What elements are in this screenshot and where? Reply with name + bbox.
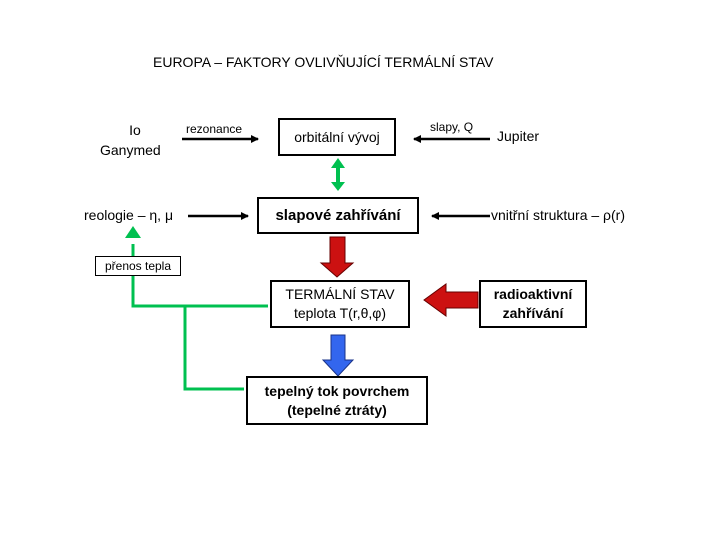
node-reologie: reologie – η, μ bbox=[84, 207, 174, 223]
box-prenos-tepla-label: přenos tepla bbox=[104, 259, 172, 273]
box-termalni-stav: TERMÁLNÍ STAV teplota T(r,θ,φ) bbox=[270, 280, 410, 328]
arrow-orbital-slapove-coupling bbox=[331, 158, 345, 191]
box-termalni-stav-line1: TERMÁLNÍ STAV bbox=[285, 286, 395, 302]
box-tepelny-tok-line2: (tepelné ztráty) bbox=[287, 401, 387, 418]
box-slapove-zahrivani-label: slapové zahřívání bbox=[275, 207, 401, 224]
label-slapy-q: slapy, Q bbox=[430, 120, 474, 134]
arrow-radio-to-termalni bbox=[423, 283, 479, 317]
box-termalni-stav-line2: teplota T(r,θ,φ) bbox=[293, 305, 387, 321]
arrow-slapove-to-termalni bbox=[319, 236, 355, 278]
node-ganymed: Ganymed bbox=[100, 142, 161, 158]
box-radioaktivni-line2: zahřívání bbox=[502, 305, 564, 321]
box-prenos-tepla: přenos tepla bbox=[95, 256, 181, 276]
box-slapove-zahrivani: slapové zahřívání bbox=[257, 197, 419, 234]
diagram-title: EUROPA – FAKTORY OVLIVŇUJÍCÍ TERMÁLNÍ ST… bbox=[153, 54, 494, 70]
arrow-prenos-tepla-head bbox=[125, 226, 141, 238]
node-vnitrni-struktura: vnitřní struktura – ρ(r) bbox=[491, 207, 625, 223]
node-io: Io bbox=[129, 122, 141, 138]
box-radioaktivni-line1: radioaktivní bbox=[493, 286, 573, 302]
node-jupiter: Jupiter bbox=[497, 128, 540, 144]
box-tepelny-tok-line1: tepelný tok povrchem bbox=[264, 382, 410, 399]
label-rezonance: rezonance bbox=[186, 122, 243, 136]
box-tepelny-tok: tepelný tok povrchem (tepelné ztráty) bbox=[246, 376, 428, 425]
box-orbitalni-vyvoj: orbitální vývoj bbox=[278, 118, 396, 156]
box-radioaktivni-zahrivani: radioaktivní zahřívání bbox=[479, 280, 587, 328]
box-orbitalni-vyvoj-label: orbitální vývoj bbox=[294, 129, 380, 145]
arrow-termalni-to-tok bbox=[321, 334, 355, 377]
